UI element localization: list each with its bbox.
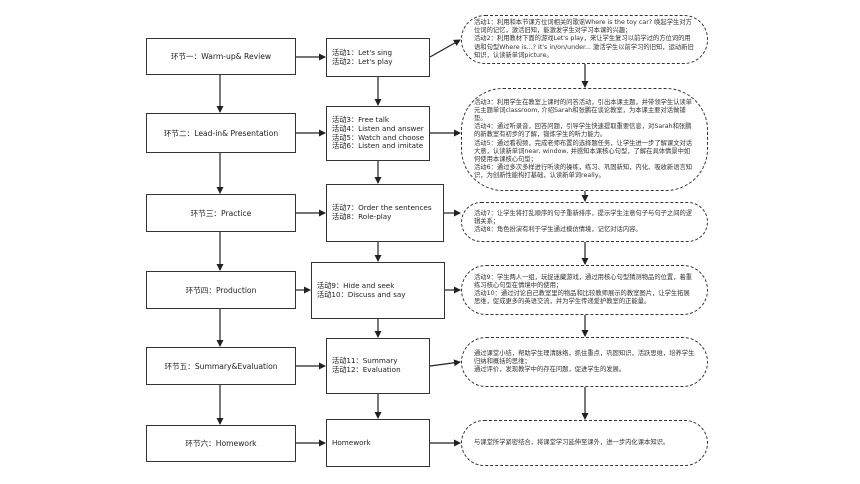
description-2-line-4: 活动6：通过多次多样进行听读的操练，练习、巩固新知，内化、吸收新语言知识，为创新…: [474, 163, 693, 179]
stage-box-6: 环节六：Homework: [146, 425, 296, 462]
description-2-line-3: 活动5：通过看视频，完成老师布置的选择题任务，让学生进一步了解课文对话大意，认读…: [474, 139, 693, 163]
activity-box-2: 活动3：Free talk 活动4：Listen and answer 活动5：…: [326, 106, 430, 161]
stage-box-2: 环节二：Lead-in& Presentation: [146, 113, 296, 153]
stage-label-1: 环节一：Warm-up& Review: [170, 52, 272, 61]
activity-box-6: Homework: [326, 419, 430, 467]
activity-11: 活动11：Summary: [332, 356, 398, 366]
description-box-2: 活动3：利用学生在教室上课时的问答活动，引出本课主题，并带领学生认读单元主题单词…: [461, 88, 708, 191]
description-box-5: 通过课堂小结，帮助学生理清脉络，抓住重点，巩固知识，活跃思维，培养学生归纳和概括…: [461, 337, 708, 387]
description-box-1: 活动1：利用和本节课方位词相关的歌谣Where is the toy car? …: [461, 15, 708, 64]
activity-10: 活动10：Discuss and say: [317, 289, 406, 299]
description-2-line-2: 活动4：通过听录音，回答问题，引导学生快速提取重要信息，对Sarah和张鹏的新教…: [474, 123, 692, 139]
description-box-4: 活动9：学生两人一组，玩捉迷藏游戏，通过用核心句型猜测物品的位置，着重练习核心句…: [461, 265, 708, 315]
description-4-line-2: 活动10：通过讨论自己教室里的物品和比较教师展示的教室图片，让学生拓展思维，促成…: [474, 290, 690, 306]
activity-box-1: 活动1：Let's sing 活动2：Let's play: [326, 38, 430, 77]
activity-5: 活动5：Watch and choose: [332, 132, 425, 142]
description-6-line-1: 与课堂所学紧密结合，将课堂学习延伸至课外，进一步内化课本知识。: [474, 438, 670, 446]
arrow-activity-1-description: [429, 39, 461, 58]
stage-box-5: 环节五：Summary&Evaluation: [146, 347, 296, 385]
stage-box-3: 环节三：Practice: [146, 194, 296, 232]
activity-box-3: 活动7：Order the sentences 活动8：Role-play: [326, 184, 444, 242]
activity-box-5: 活动11：Summary 活动12：Evaluation: [326, 338, 430, 394]
description-4-line-1: 活动9：学生两人一组，玩捉迷藏游戏，通过用核心句型猜测物品的位置，着重练习核心句…: [474, 273, 693, 289]
description-3-line-1: 活动7：让学生将打乱顺序的句子重新排序，提示学生注意句子与句子之间的逻辑关系；: [474, 209, 693, 225]
stage-label-6: 环节六：Homework: [185, 439, 257, 448]
stage-box-1: 环节一：Warm-up& Review: [146, 38, 296, 75]
stage-label-2: 环节二：Lead-in& Presentation: [163, 128, 279, 138]
description-5-line-1: 通过课堂小结，帮助学生理清脉络，抓住重点，巩固知识，活跃思维，培养学生归纳和概括…: [474, 349, 695, 365]
description-box-3: 活动7：让学生将打乱顺序的句子重新排序，提示学生注意句子与句子之间的逻辑关系； …: [461, 202, 708, 242]
stage-label-4: 环节四：Production: [185, 285, 257, 295]
arrow-activity-5-description: [429, 359, 461, 367]
activity-7: 活动7：Order the sentences: [332, 203, 432, 213]
stage-label-3: 环节三：Practice: [190, 208, 252, 218]
stage-box-4: 环节四：Production: [146, 271, 296, 309]
activity-8: 活动8：Role-play: [332, 212, 392, 221]
activity-homework: Homework: [332, 437, 371, 447]
stage-label-5: 环节五：Summary&Evaluation: [164, 361, 278, 371]
description-1-line-2: 活动2：利用教材下面的游戏Let's play，来让学生复习以前学过的方位词的用…: [474, 35, 694, 59]
description-1-line-1: 活动1：利用和本节课方位词相关的歌谣Where is the toy car? …: [474, 19, 692, 35]
description-2-line-1: 活动3：利用学生在教室上课时的问答活动，引出本课主题，并带领学生认读单元主题单词…: [474, 99, 693, 123]
description-5-line-2: 通过评价，发现教学中的存在问题，促进学生的发展。: [474, 366, 626, 374]
activity-12: 活动12：Evaluation: [332, 365, 401, 374]
description-3-line-2: 活动8：角色扮演有利于学生通过模仿情境，记忆对话内容。: [474, 226, 642, 234]
activity-9: 活动9：Hide and seek: [317, 280, 395, 290]
description-box-6: 与课堂所学紧密结合，将课堂学习延伸至课外，进一步内化课本知识。: [461, 420, 708, 466]
activity-2: 活动2：Let's play: [332, 56, 393, 66]
activity-box-4: 活动9：Hide and seek 活动10：Discuss and say: [311, 262, 445, 319]
activity-1: 活动1：Let's sing: [332, 47, 393, 57]
activity-3: 活动3：Free talk: [332, 115, 390, 125]
activity-4: 活动4：Listen and answer: [332, 123, 424, 133]
activity-6: 活动6：Listen and imitate: [332, 141, 424, 151]
